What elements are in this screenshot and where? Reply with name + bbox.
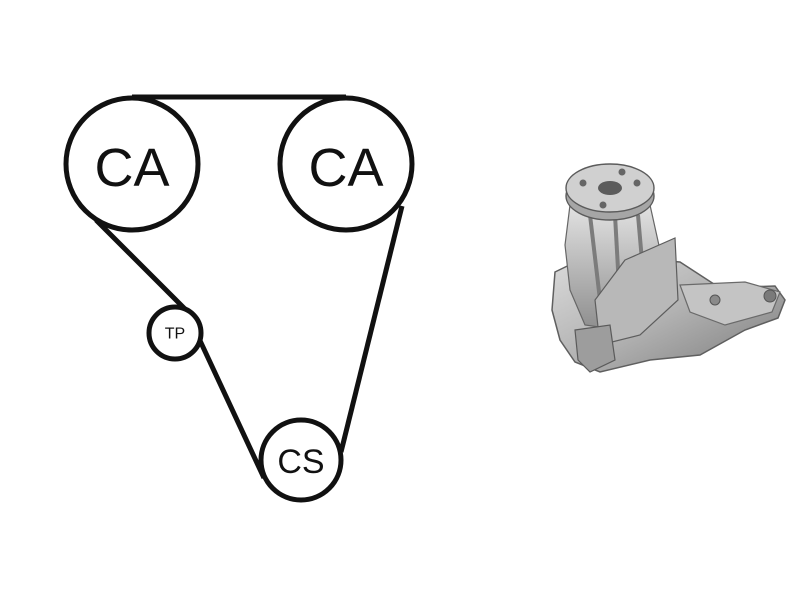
camshaft-pulley-right-circle: [277, 95, 415, 233]
hub-bolt-icon: [633, 179, 641, 187]
belt-left-lower-span: [193, 330, 267, 480]
pump-hub-center-icon: [598, 181, 622, 195]
pulley-crankshaft: CS: [258, 417, 344, 503]
bolt-hole-icon: [763, 289, 777, 303]
pump-mounting-arm: [679, 281, 781, 326]
pulley-tensioner: TP: [146, 304, 204, 362]
hub-bolt-icon: [618, 168, 626, 176]
pulley-label-tp: TP: [165, 326, 185, 343]
pump-rib: [588, 214, 602, 301]
pulley-camshaft-left: CA: [63, 95, 201, 233]
hub-bolt-icon: [579, 179, 587, 187]
pulley-label-ca-left: CA: [94, 138, 169, 198]
water-pump-icon: [551, 163, 786, 373]
pulley-label-ca-right: CA: [308, 138, 383, 198]
pump-lower-boss: [574, 324, 616, 373]
camshaft-pulley-left-circle: [63, 95, 201, 233]
belt-right-span: [338, 205, 405, 453]
belt-left-upper-span: [94, 218, 188, 312]
timing-belt: [94, 94, 405, 480]
pump-front-plate: [594, 237, 679, 346]
pulley-label-cs: CS: [277, 443, 324, 481]
pulley-camshaft-right: CA: [277, 95, 415, 233]
crankshaft-pulley-circle: [258, 417, 344, 503]
tensioner-pulley-circle: [146, 304, 204, 362]
bolt-hole-icon: [709, 294, 721, 306]
hub-bolt-icon: [599, 201, 607, 209]
